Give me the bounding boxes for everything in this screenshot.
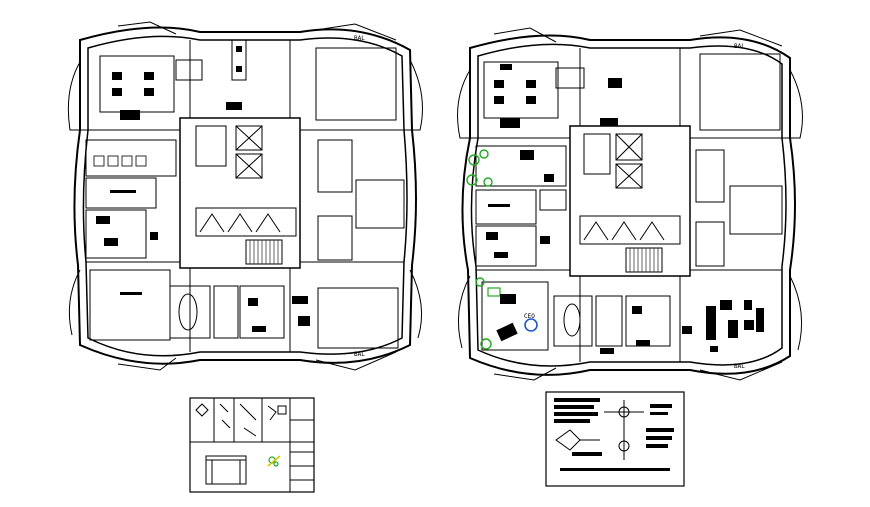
ceo-label: CEO [524,313,535,320]
outer-wall-right [461,34,796,376]
ceo-office-right [481,281,549,351]
lift-left-1 [235,125,263,151]
meeting-table-right [555,67,585,89]
office-ne-left [315,47,397,121]
meeting-table-left [175,59,203,81]
core-left [179,117,301,269]
office-e-left [355,179,405,229]
inner-wall-right [470,43,787,367]
toilet-e2-left [317,215,353,261]
lounge-right [475,145,567,187]
bay-top-2 [315,23,397,41]
office-s1-right [595,295,623,347]
office-s2-right [625,295,671,347]
bay-ne-left [404,59,423,131]
diamond-symbol-icon [195,403,209,417]
office-nw-left [99,55,175,113]
bay-top-r2 [699,29,783,47]
bay-bot-1 [117,357,177,371]
outer-wall-left [73,26,417,365]
toilet-e2-right [695,221,725,267]
stair-right-2 [625,247,663,273]
office-e-right [729,185,783,235]
round-table-icon [524,318,538,332]
notes-detail-box [545,391,685,487]
stair-right-1 [583,133,611,175]
toilet-e-left [317,139,353,193]
corner-label-ne-left: BAL [354,35,365,42]
symbol-legend-box [189,397,315,493]
desk-n-left [231,39,247,81]
corner-label-se-right: BAL [734,363,745,370]
inner-wall-left [82,35,408,357]
bay-bot-r2 [699,361,783,381]
office-sw-left [89,269,171,341]
lift-right-2 [615,163,643,189]
toilet-e-right [695,149,725,203]
bay-top-r1 [493,27,557,43]
bay-se-left [409,269,423,339]
office-ne-right [699,53,781,131]
floor-plan-left: BAL BAL [67,21,423,371]
bay-sw-right [457,275,471,349]
office-w-right [475,189,537,225]
lift-right-1 [615,133,643,161]
office-w2-left [85,209,147,259]
lift-left-2 [235,153,263,179]
bay-ne-right [782,69,803,139]
pantry-left [85,139,177,177]
bay-se-right [789,275,803,351]
bay-nw-right [457,69,476,139]
corner-label-se-left: BAL [354,351,365,358]
stair-left-2 [245,239,283,265]
bay-sw-left [68,269,81,336]
bay-bot-2 [315,351,397,371]
workstation-cluster-right [706,300,764,352]
lift-bank-right [579,215,681,245]
toilet-w-right [539,189,567,211]
table-detail-icon [205,455,247,485]
office-w-left [85,177,157,209]
office-w2-right [475,225,537,267]
office-se-left [317,287,399,349]
bay-nw-left [67,61,86,131]
plant-icon [466,149,493,187]
core-right [569,125,691,277]
bay-top-1 [117,21,177,35]
lift-bank-left [195,207,297,237]
stair-left-1 [195,125,227,167]
office-nw-right [483,61,559,119]
office-s1-left [213,285,239,339]
conference-left [169,285,211,339]
floor-plan-right: CEO BAL BAL [457,27,803,381]
corner-label-ne-right: BAL [734,43,745,50]
conference-right [553,295,593,347]
bay-bot-r1 [493,367,557,381]
office-s2-left [239,285,285,339]
